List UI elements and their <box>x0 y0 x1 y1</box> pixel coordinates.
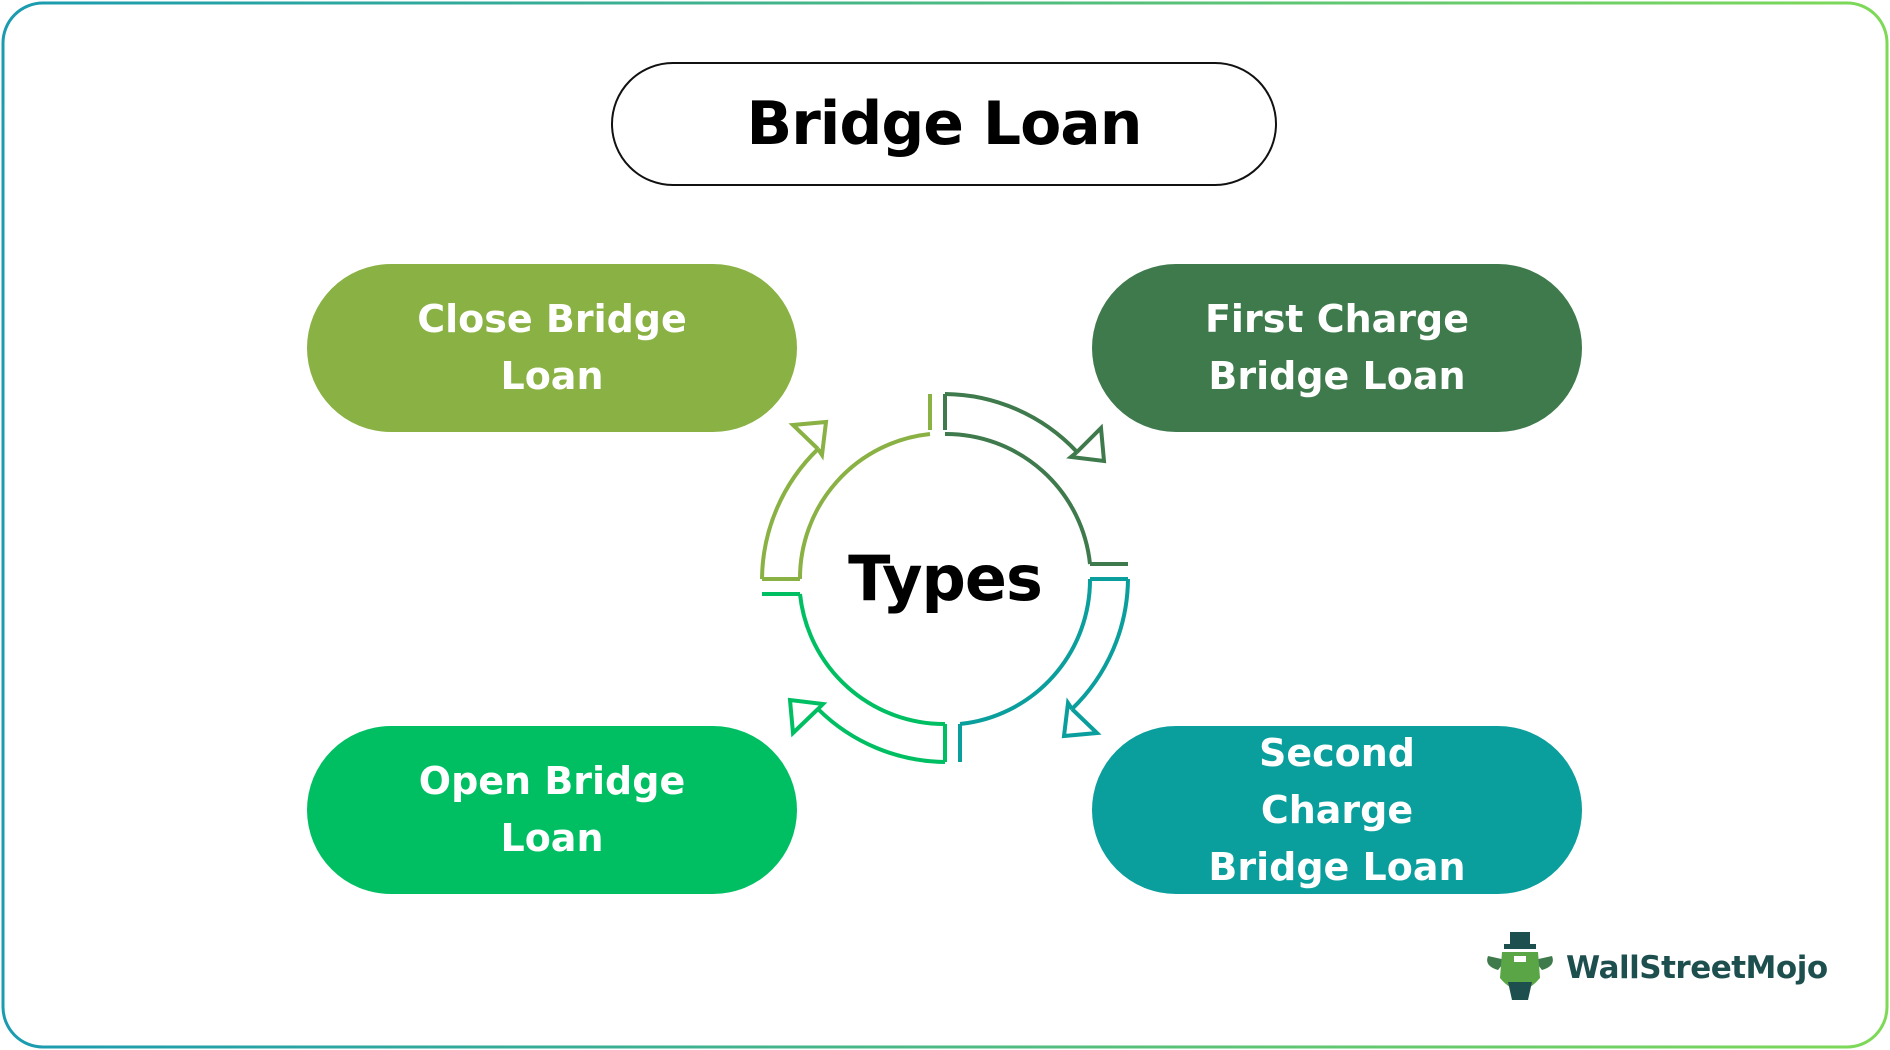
type-close-bridge-loan: Close Bridge Loan <box>307 264 797 432</box>
type-label: First Charge Bridge Loan <box>1204 297 1470 398</box>
type-label: Open Bridge Loan <box>418 759 686 860</box>
bull-mascot-icon <box>1487 932 1553 1000</box>
logo-text: WallStreetMojo <box>1566 950 1828 986</box>
arrow-bottom-left <box>762 592 947 764</box>
arrow-top-left <box>760 394 932 581</box>
inner-arc-bottom-right <box>959 578 1093 726</box>
arrow-bottom-right <box>958 577 1130 762</box>
inner-arc-top-right <box>944 431 1092 565</box>
type-open-bridge-loan: Open Bridge Loan <box>307 726 797 894</box>
center-label-text: Types <box>848 541 1043 615</box>
page-title: Bridge Loan <box>746 89 1142 159</box>
inner-arc-bottom-left <box>798 593 946 727</box>
logo: WallStreetMojo <box>1480 930 1840 1006</box>
type-label: Second Charge Bridge Loan <box>1208 730 1466 889</box>
type-first-charge-bridge-loan: First Charge Bridge Loan <box>1092 264 1582 432</box>
cycle-diagram <box>760 392 1130 764</box>
type-second-charge-bridge-loan: Second Charge Bridge Loan <box>1092 726 1582 894</box>
title-box: Bridge Loan <box>611 62 1277 186</box>
arrow-top-right <box>943 392 1128 566</box>
center-label: Types <box>795 535 1095 621</box>
inner-arc-top-left <box>797 432 931 580</box>
type-label: Close Bridge Loan <box>417 297 687 398</box>
